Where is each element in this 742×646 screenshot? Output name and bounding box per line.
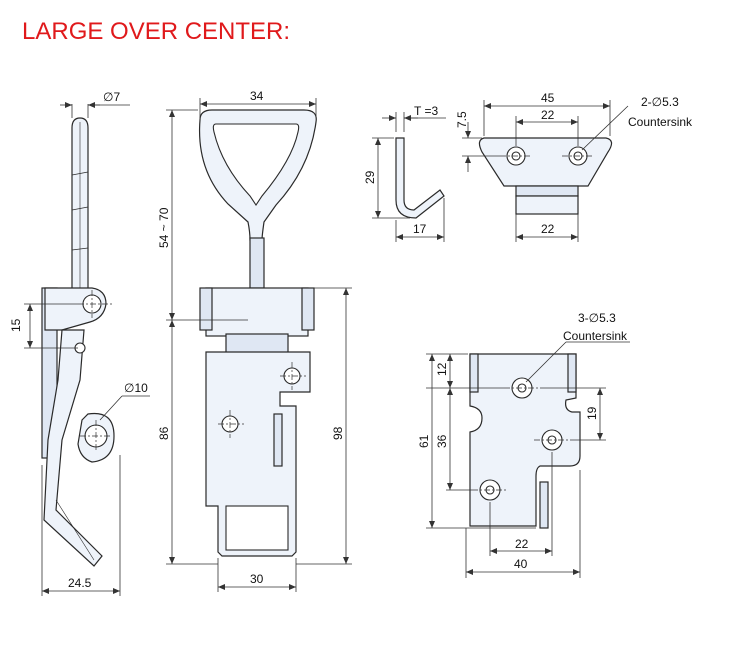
dim-19: 19 — [585, 406, 599, 420]
hook-side-view: T =3 29 17 — [363, 104, 446, 242]
dim-22-base: 22 — [515, 537, 529, 551]
front-view: 34 54 ~ 70 86 98 30 — [157, 89, 352, 592]
drawing-title: LARGE OVER CENTER: — [22, 18, 291, 45]
hook-profile — [395, 137, 445, 219]
hook-front-view: 45 22 7.5 22 2-∅5.3 Countersink — [455, 91, 693, 242]
dim-17: 17 — [413, 222, 427, 236]
front-frame-opening — [225, 505, 289, 551]
dim-24-5: 24.5 — [68, 576, 92, 590]
side-view: ∅7 15 ∅10 24.5 — [9, 90, 150, 596]
dim-98: 98 — [331, 426, 345, 440]
dim-22-top: 22 — [541, 108, 555, 122]
dim-34: 34 — [250, 89, 264, 103]
dim-diameter-7: ∅7 — [103, 90, 120, 104]
countersink-note-2: Countersink — [563, 329, 628, 343]
dim-40: 40 — [514, 557, 528, 571]
front-slot — [273, 413, 283, 467]
dim-61: 61 — [417, 434, 431, 448]
side-hook-lever — [43, 329, 103, 567]
dim-36: 36 — [435, 434, 449, 448]
dim-29: 29 — [363, 170, 377, 184]
dim-15: 15 — [9, 318, 23, 332]
front-base-plate — [205, 351, 311, 557]
dim-t3: T =3 — [414, 104, 438, 118]
dim-diameter-10: ∅10 — [124, 381, 148, 395]
hole-spec-3: 3-∅5.3 — [578, 311, 616, 325]
front-threaded-rod — [249, 237, 265, 289]
hook-lip — [515, 195, 579, 215]
hole-spec-2: 2-∅5.3 — [641, 95, 679, 109]
hook-mount-plate — [478, 137, 613, 187]
base-plate-slot — [539, 481, 549, 529]
front-loop-opening — [212, 123, 300, 206]
countersink-note-1: Countersink — [628, 115, 693, 129]
hook-lip-upper — [515, 185, 579, 197]
dim-22-bottom: 22 — [541, 222, 555, 236]
dim-54-70: 54 ~ 70 — [157, 207, 171, 248]
front-upper-body — [205, 287, 309, 337]
dim-30: 30 — [250, 572, 264, 586]
dim-7-5: 7.5 — [455, 111, 469, 128]
dim-12: 12 — [435, 362, 449, 376]
dim-86: 86 — [157, 426, 171, 440]
base-plate-view: 3-∅5.3 Countersink 12 36 61 19 22 40 — [417, 311, 630, 578]
dim-45: 45 — [541, 91, 555, 105]
